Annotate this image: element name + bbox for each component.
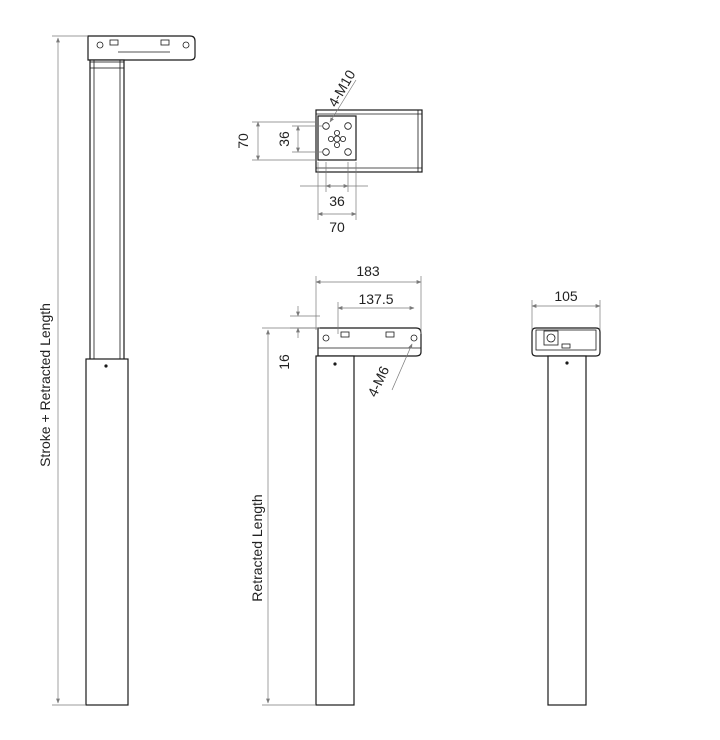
- m6-hole: [322, 334, 330, 342]
- m10-hole: [344, 148, 352, 156]
- m6-label: 4-M6: [364, 363, 392, 399]
- inner-tube: [89, 59, 125, 361]
- plate-slot: [340, 331, 350, 338]
- tube-collar: [89, 61, 125, 69]
- dim-16-label: 16: [276, 354, 292, 370]
- plate-slot: [109, 39, 119, 46]
- m10-hole: [344, 122, 352, 130]
- front-view-retracted: 183 137.5 16 4-M6 Retracted Length: [249, 263, 422, 706]
- column-tube: [315, 355, 355, 706]
- m10-hole: [322, 122, 330, 130]
- top-plate: [87, 35, 196, 61]
- retracted-length-label: Retracted Length: [249, 494, 265, 601]
- dim-36-h-label: 36: [329, 193, 345, 209]
- dim-70-v-label: 70: [235, 133, 251, 149]
- mount-pad: [317, 115, 357, 161]
- m10-leader: [329, 79, 357, 123]
- plate-hole: [96, 41, 104, 49]
- dim-183-label: 183: [356, 263, 380, 279]
- side-knob: [546, 333, 556, 343]
- side-knob-box: [543, 330, 559, 346]
- side-slot: [561, 343, 571, 349]
- tube-screw: [104, 364, 108, 368]
- side-plate-inner: [535, 329, 597, 351]
- tube-screw: [565, 361, 569, 365]
- top-plate: [317, 327, 422, 357]
- top-view-mount: 4-M10 70 36 36 70: [235, 67, 423, 235]
- extended-column-view: Stroke + Retracted Length: [37, 35, 196, 706]
- m10-hole: [322, 148, 330, 156]
- center-hole: [333, 129, 340, 136]
- plate-slot: [385, 331, 395, 338]
- dim-105-label: 105: [554, 288, 578, 304]
- side-view: 105: [531, 288, 601, 706]
- dim-70-h-label: 70: [329, 219, 345, 235]
- center-hole: [333, 135, 341, 143]
- m6-leader: [391, 343, 413, 391]
- outer-tube: [85, 358, 129, 706]
- tube-screw: [333, 362, 337, 366]
- side-tube: [547, 355, 587, 706]
- stroke-retracted-label: Stroke + Retracted Length: [37, 303, 53, 467]
- dim-36-v-label: 36: [276, 131, 292, 147]
- side-plate: [531, 327, 601, 357]
- m6-hole: [410, 334, 418, 342]
- m10-label: 4-M10: [325, 67, 359, 110]
- plate-hole: [182, 41, 190, 49]
- plate-slot: [160, 39, 170, 46]
- dim-137-5-label: 137.5: [358, 291, 393, 307]
